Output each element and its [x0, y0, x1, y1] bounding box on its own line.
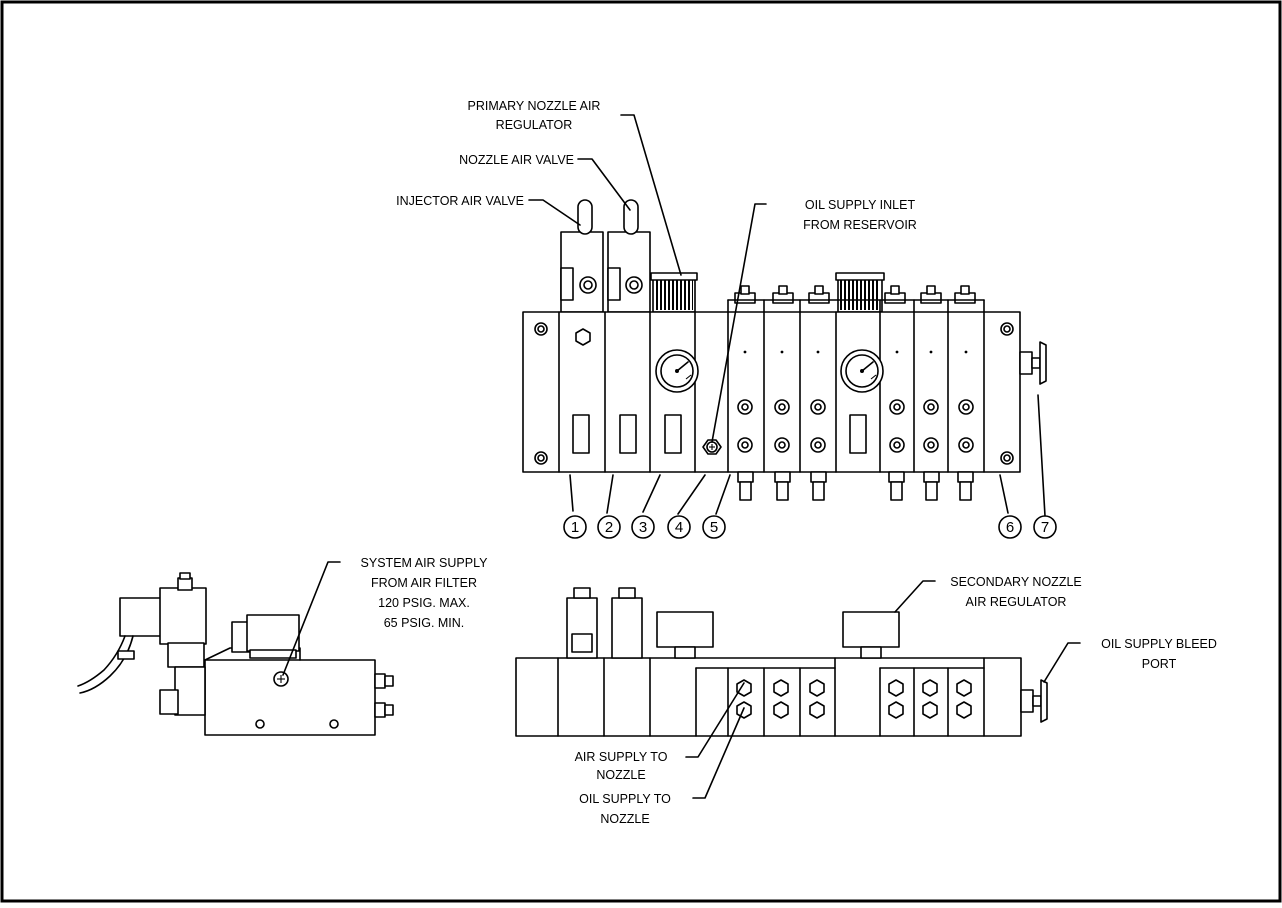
- callout-3: 3: [631, 515, 655, 539]
- side-outlet-fittings: [374, 673, 394, 718]
- side-view: [77, 572, 394, 736]
- bottom-manifold-body: [515, 657, 1022, 737]
- nozzle-air-valve-label: NOZZLE AIR VALVE: [459, 153, 574, 167]
- callout-circles: 1 2 3 4 5 6 7: [563, 515, 1057, 539]
- primary-pressure-gauge: [655, 349, 699, 393]
- system-air-supply-label-3: 120 PSIG. MAX.: [378, 596, 470, 610]
- module-dividers: [558, 299, 985, 473]
- air-supply-to-nozzle-label-2: NOZZLE: [596, 768, 645, 782]
- injector-air-valve-label: INJECTOR AIR VALVE: [396, 194, 524, 208]
- system-air-supply-label: SYSTEM AIR SUPPLY: [361, 556, 489, 570]
- leader-lines: [282, 114, 1081, 799]
- primary-regulator-label-2: REGULATOR: [496, 118, 573, 132]
- primary-regulator-label: PRIMARY NOZZLE AIR: [468, 99, 601, 113]
- front-view: [522, 199, 1047, 501]
- primary-regulator-knob: [650, 272, 698, 313]
- bottom-view-dividers: [557, 657, 985, 737]
- side-inlet-fitting: [273, 671, 289, 687]
- bleed-valve-bottom: [1020, 679, 1048, 723]
- oil-supply-to-nozzle-label-2: NOZZLE: [600, 812, 649, 826]
- indicator-dots: [743, 350, 968, 354]
- valve-caps: [734, 285, 976, 304]
- oil-bleed-port-label-2: PORT: [1142, 657, 1177, 671]
- svg-text:7: 7: [1041, 519, 1049, 536]
- bleed-valve-front: [1019, 341, 1047, 385]
- air-supply-to-nozzle-label: AIR SUPPLY TO: [575, 750, 668, 764]
- injector-air-valve: [560, 199, 604, 313]
- secondary-pressure-gauge: [840, 349, 884, 393]
- callout-6: 6: [998, 515, 1022, 539]
- system-air-supply-label-2: FROM AIR FILTER: [371, 576, 477, 590]
- nozzle-ports-front: [737, 399, 974, 453]
- bottom-view-valves: [566, 587, 643, 659]
- labels: PRIMARY NOZZLE AIR REGULATOR NOZZLE AIR …: [361, 99, 1217, 826]
- callout-5: 5: [702, 515, 726, 539]
- svg-text:4: 4: [675, 519, 683, 536]
- manifold-body: [522, 311, 1021, 473]
- oil-bleed-port-label: OIL SUPPLY BLEED: [1101, 637, 1217, 651]
- callout-7: 7: [1033, 515, 1057, 539]
- hex-plug: [575, 328, 591, 346]
- svg-text:6: 6: [1006, 519, 1014, 536]
- oil-supply-to-nozzle-label: OIL SUPPLY TO: [579, 792, 671, 806]
- oil-supply-inlet-label-2: FROM RESERVOIR: [803, 218, 917, 232]
- svg-text:3: 3: [639, 519, 647, 536]
- bottom-view: [515, 587, 1048, 737]
- callout-2: 2: [597, 515, 621, 539]
- bottom-fittings: [737, 471, 974, 501]
- svg-text:1: 1: [571, 519, 579, 536]
- sight-windows: [572, 414, 867, 454]
- secondary-regulator-label-2: AIR REGULATOR: [966, 595, 1067, 609]
- nozzle-air-valve: [607, 199, 651, 313]
- svg-text:5: 5: [710, 519, 718, 536]
- side-manifold-body: [204, 659, 376, 736]
- oil-supply-inlet-label: OIL SUPPLY INLET: [805, 198, 916, 212]
- callout-1: 1: [563, 515, 587, 539]
- svg-text:2: 2: [605, 519, 613, 536]
- system-air-supply-label-4: 65 PSIG. MIN.: [384, 616, 465, 630]
- corner-bolts: [534, 322, 1014, 465]
- secondary-regulator-knob-front: [835, 272, 885, 313]
- secondary-regulator-label: SECONDARY NOZZLE: [950, 575, 1082, 589]
- callout-4: 4: [667, 515, 691, 539]
- bottom-view-gauges: [656, 611, 900, 659]
